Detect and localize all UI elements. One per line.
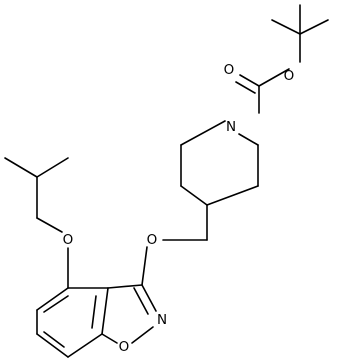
bond: [67, 333, 103, 358]
bond: [141, 246, 148, 286]
bond: [101, 333, 118, 344]
isobutoxy-oxygen-label: O: [63, 232, 74, 248]
bond: [299, 19, 329, 35]
bond: [36, 217, 63, 233]
ester-oxygen-label: O: [284, 68, 295, 84]
atom-labels: O O N O O N O: [63, 62, 295, 355]
bond: [239, 74, 260, 87]
piperidine-nitrogen-label: N: [226, 119, 236, 135]
bond: [36, 157, 69, 178]
bond: [133, 287, 149, 315]
bond: [258, 68, 290, 87]
bond: [235, 81, 256, 94]
bond: [141, 284, 157, 312]
carbonyl-oxygen-label: O: [224, 62, 235, 78]
benzene-ring: [36, 287, 109, 358]
bond: [43, 331, 65, 348]
bond: [4, 157, 38, 178]
boc-carbamate: [235, 68, 290, 114]
bond: [206, 185, 259, 206]
bond: [271, 19, 301, 35]
bond: [107, 284, 143, 289]
bond: [180, 185, 208, 206]
methoxy-linker: [162, 204, 208, 241]
bond: [180, 120, 226, 146]
piperidine-ring: [180, 120, 259, 206]
bond: [43, 295, 69, 313]
bond: [101, 287, 109, 335]
bond: [238, 133, 259, 146]
linker-oxygen-label: O: [147, 232, 158, 248]
isoxazole-ring: [101, 284, 157, 344]
isoxazole-nitrogen-label: N: [157, 312, 167, 328]
isobutoxy-group: [4, 157, 69, 289]
bond: [36, 287, 69, 311]
isoxazole-oxygen-label: O: [119, 339, 130, 355]
tert-butyl-group: [271, 4, 329, 63]
bond: [131, 326, 154, 344]
bond: [36, 333, 69, 358]
bond: [91, 295, 97, 329]
